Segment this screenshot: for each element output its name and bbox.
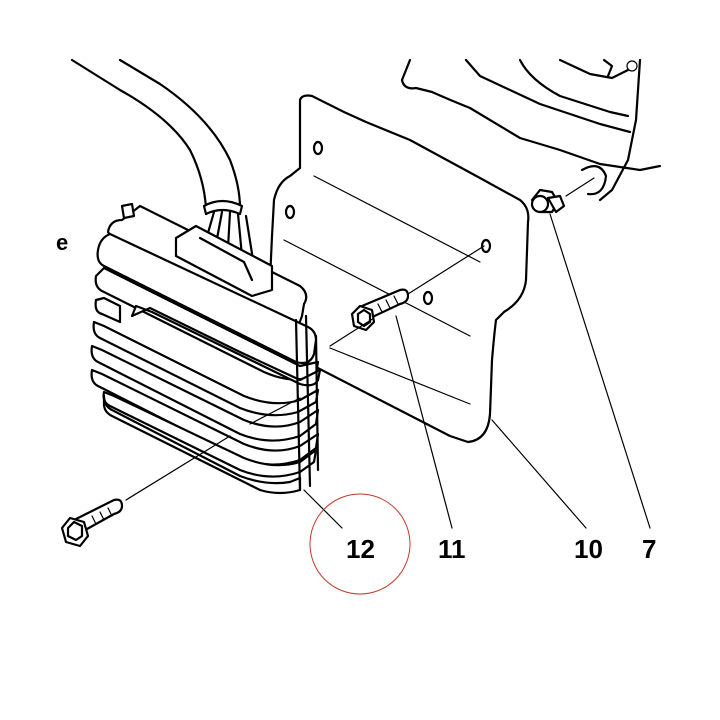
leader-lines: [303, 213, 651, 529]
callout-7: 7: [642, 534, 656, 564]
callout-12: 12: [346, 534, 375, 564]
nut-7: [530, 188, 566, 214]
callout-10: 10: [574, 534, 603, 564]
bolt-lower: [60, 498, 124, 548]
regulator-unit: [90, 202, 322, 495]
assembly-axes: [125, 177, 595, 501]
callout-11: 11: [438, 534, 466, 564]
wiring-harness: [70, 58, 256, 268]
highlight-circle: [309, 493, 411, 595]
chassis-frame: [400, 58, 662, 202]
mounting-bracket: [268, 94, 530, 444]
cropped-label-fragment: e: [56, 230, 68, 255]
bolt-upper: [350, 288, 410, 332]
